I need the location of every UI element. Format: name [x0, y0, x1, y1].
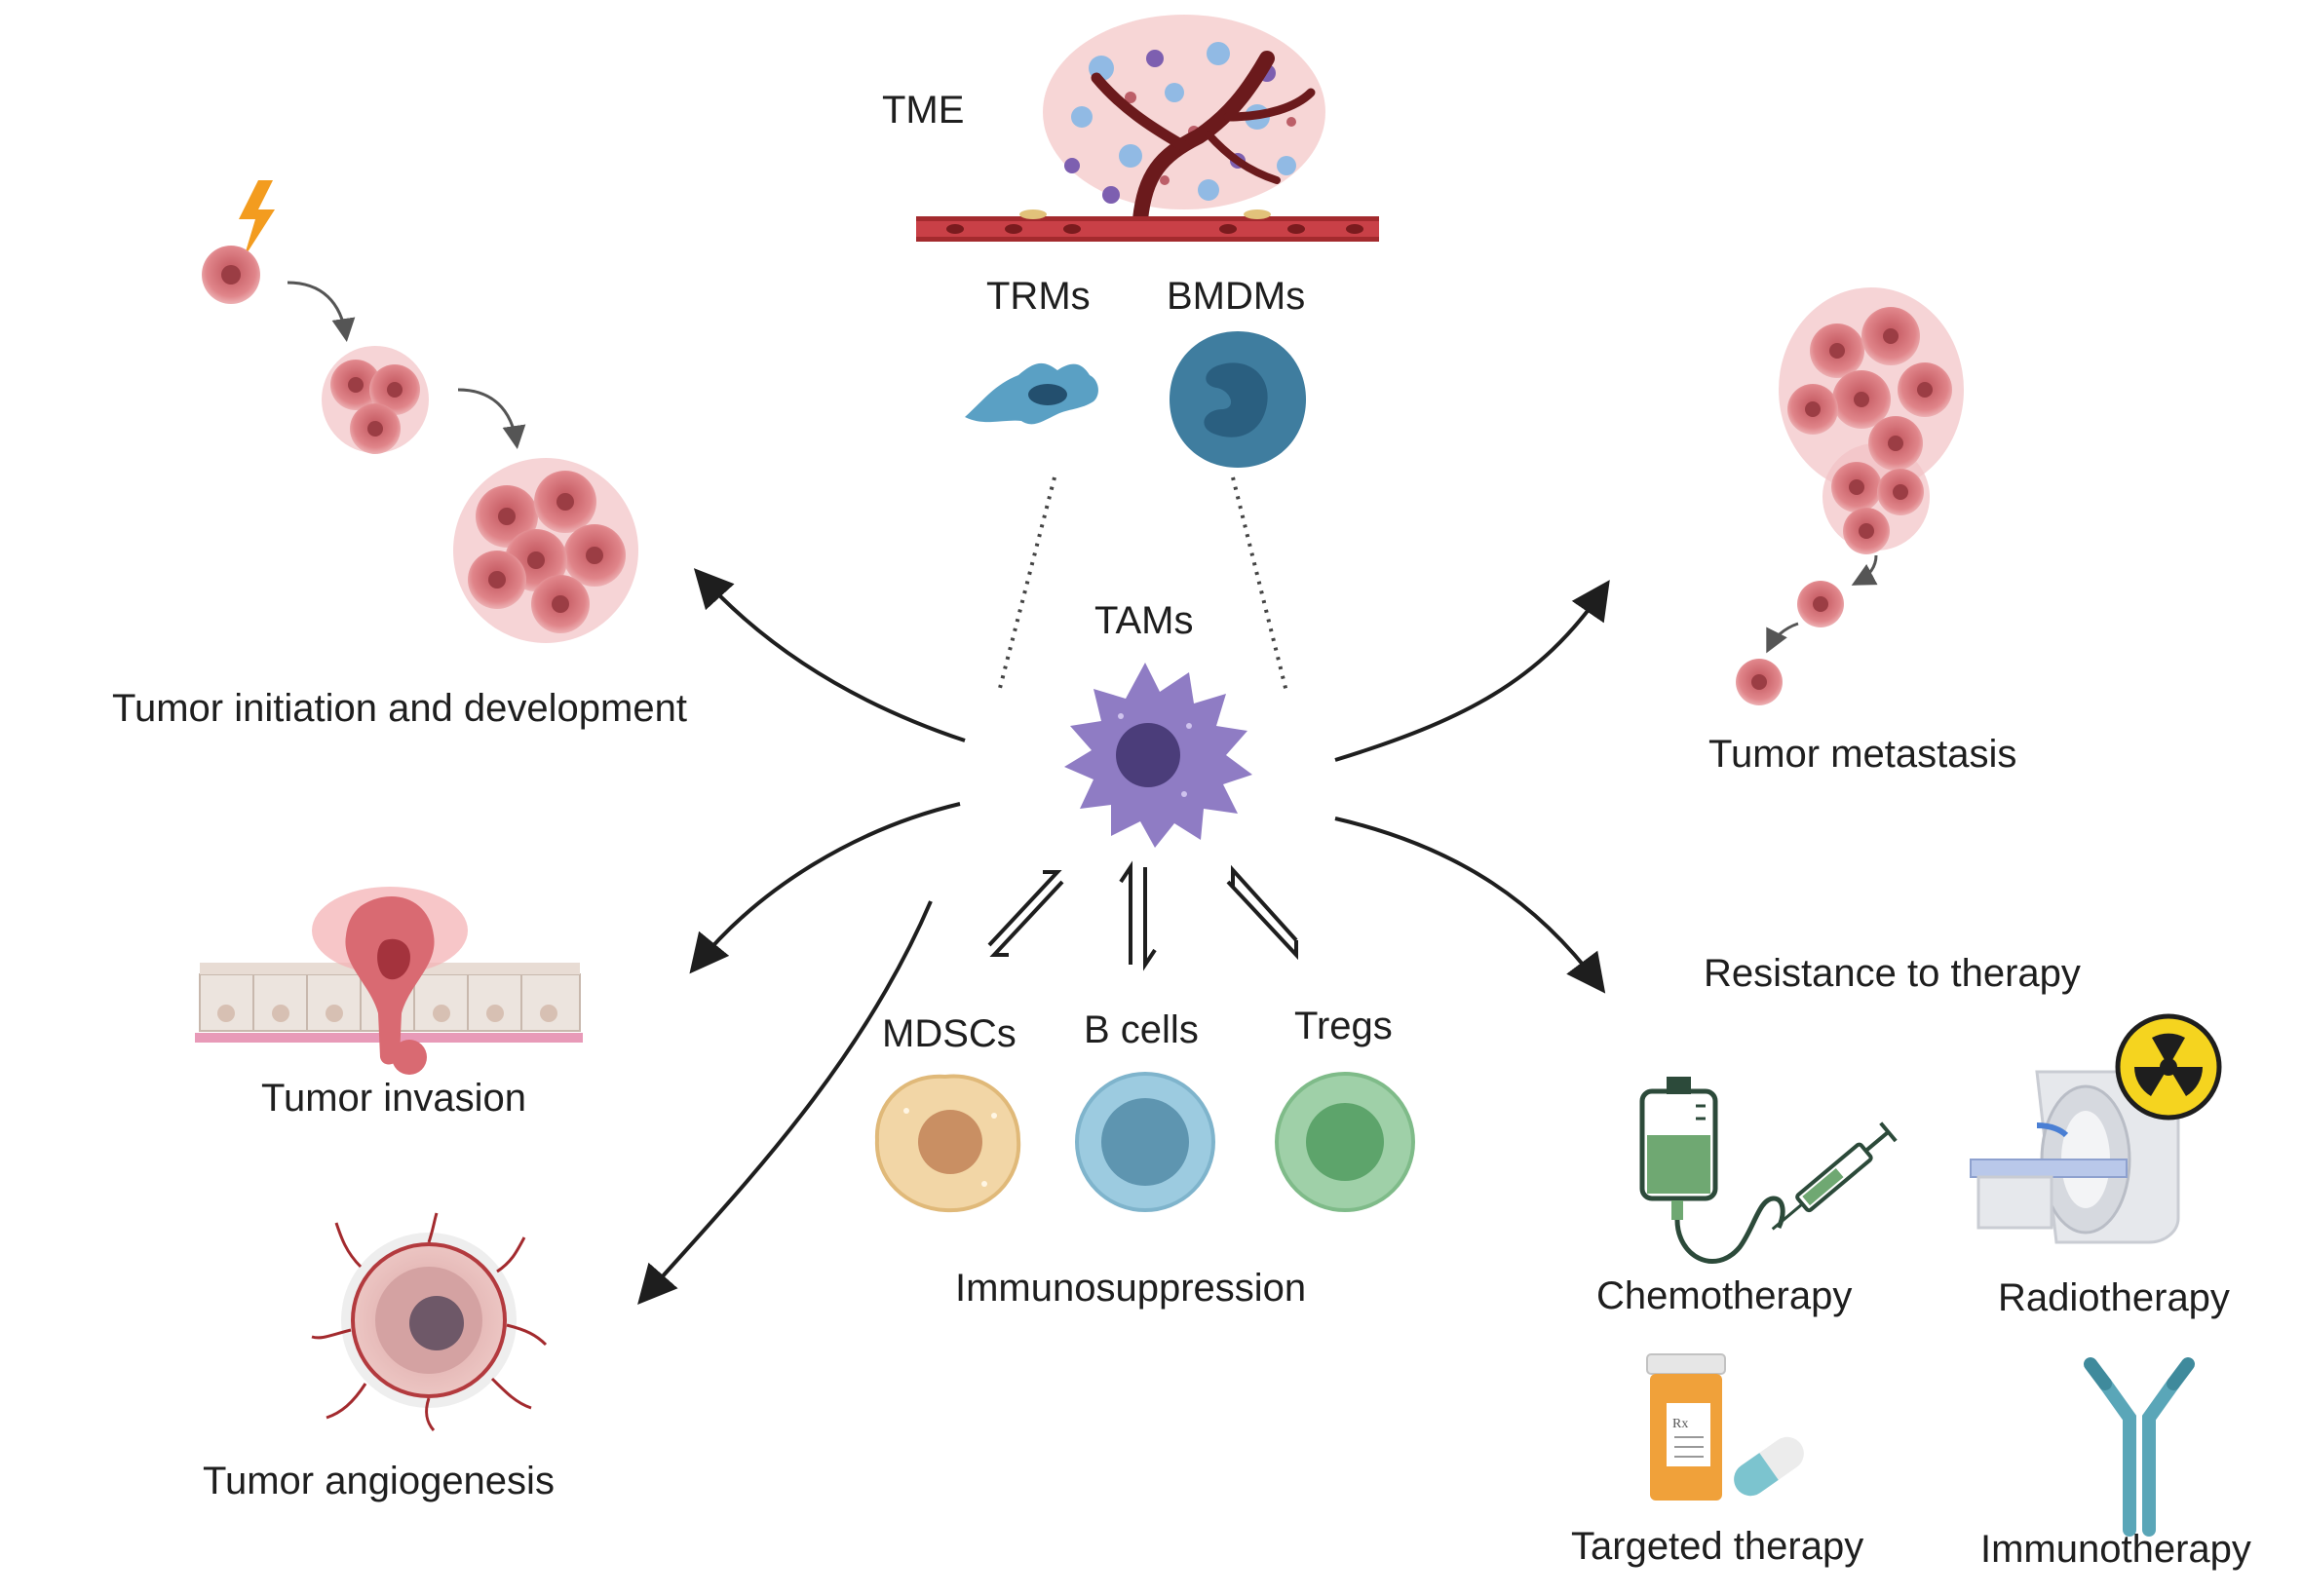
chemotherapy-illustration	[1639, 1077, 1898, 1264]
iv-bag-icon	[1639, 1077, 1785, 1264]
treg-cell	[1275, 1072, 1415, 1212]
bmdms-label: BMDMs	[1167, 275, 1305, 318]
arrow-invasion	[689, 802, 961, 974]
targeted-therapy-label: Targeted therapy	[1571, 1525, 1863, 1568]
radiotherapy-illustration	[1970, 1013, 2222, 1244]
radiotherapy-label: Radiotherapy	[1998, 1276, 2230, 1319]
tams-label: TAMs	[1094, 599, 1193, 642]
antibody-icon	[2084, 1357, 2195, 1537]
arrow-resistance	[1334, 817, 1606, 994]
arrow-angiogenesis	[637, 900, 933, 1306]
bcell-equilibrium-arrow	[1119, 860, 1157, 971]
tumor-invasion-label: Tumor invasion	[261, 1077, 526, 1120]
trms-label: TRMs	[986, 275, 1091, 318]
arrow-initiation	[693, 568, 966, 742]
tam-cell	[1064, 663, 1252, 848]
mdscs-label: MDSCs	[882, 1012, 1017, 1055]
lightning-bolt-icon	[239, 180, 275, 258]
syringe-icon	[1771, 1121, 1898, 1231]
tme-label: TME	[882, 89, 964, 132]
treg-equilibrium-arrow	[1226, 864, 1298, 961]
capsule-icon	[1734, 1436, 1804, 1497]
mri-scanner-icon	[1970, 1070, 2180, 1244]
effect-arrows	[637, 568, 1610, 1306]
bmdm-cell	[1170, 331, 1306, 468]
tumor-angiogenesis-label: Tumor angiogenesis	[203, 1460, 555, 1502]
tumor-metastasis-illustration	[1736, 287, 1964, 705]
bcells-label: B cells	[1084, 1008, 1199, 1051]
immunosuppression-label: Immunosuppression	[955, 1267, 1306, 1310]
trm-dotted-link	[997, 476, 1056, 693]
immunotherapy-label: Immunotherapy	[1980, 1528, 2251, 1571]
pill-bottle-icon: Rx	[1646, 1353, 1726, 1501]
tumor-initiation-label: Tumor initiation and development	[112, 687, 687, 730]
tregs-label: Tregs	[1294, 1005, 1393, 1047]
mdsc-equilibrium-arrow	[987, 870, 1064, 957]
chemotherapy-label: Chemotherapy	[1596, 1274, 1852, 1317]
targeted-therapy-illustration: Rx	[1646, 1353, 1804, 1501]
equilibrium-arrows	[987, 860, 1298, 971]
trm-cell	[965, 362, 1098, 425]
bmdm-dotted-link	[1231, 476, 1288, 693]
tumor-angiogenesis-illustration	[311, 1212, 548, 1431]
tumor-invasion-illustration	[195, 887, 583, 1075]
resistance-label: Resistance to therapy	[1704, 952, 2081, 995]
svg-text:Rx: Rx	[1672, 1417, 1688, 1431]
mdsc-cell	[874, 1074, 1021, 1213]
tme-illustration	[916, 15, 1379, 242]
tumor-metastasis-label: Tumor metastasis	[1708, 733, 2016, 776]
tumor-initiation-illustration	[202, 180, 638, 643]
bcell-cell	[1075, 1072, 1215, 1212]
arrow-metastasis	[1334, 580, 1610, 762]
radiation-icon	[2115, 1013, 2222, 1121]
